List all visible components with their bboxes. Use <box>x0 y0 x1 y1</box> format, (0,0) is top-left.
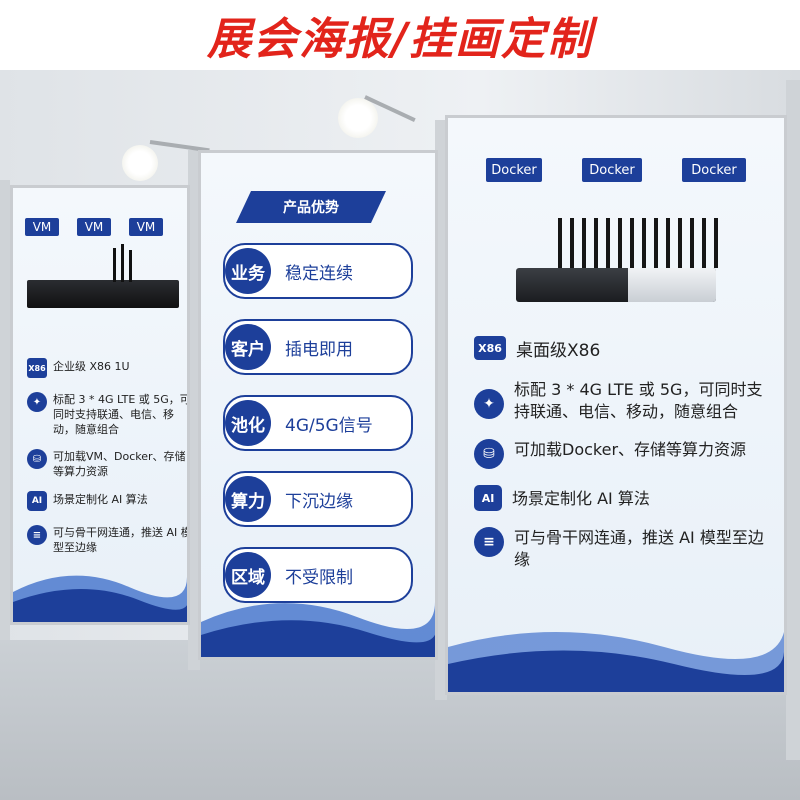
feature-row: ⛁ 可加载Docker、存储等算力资源 <box>474 439 774 469</box>
advantage-value: 稳定连续 <box>285 263 353 284</box>
x86-icon: X86 <box>27 358 47 378</box>
feature-row: AI 场景定制化 AI 算法 <box>27 491 187 511</box>
right-poster: Docker Docker Docker X86 桌面级X86 ✦ 标配 3 *… <box>445 115 787 695</box>
feature-text: 可加载Docker、存储等算力资源 <box>514 440 747 459</box>
center-poster: 产品优势 业务 稳定连续 客户 插电即用 池化 4G/5G信号 算力 下沉边缘 … <box>198 150 438 660</box>
storage-icon: ⛁ <box>474 439 504 469</box>
feature-row: ✦ 标配 3 * 4G LTE 或 5G，可同时支持联通、电信、移动，随意组合 <box>27 392 190 437</box>
ai-icon: AI <box>474 485 502 511</box>
poster-title: 产品优势 <box>283 200 339 216</box>
feature-text: 标配 3 * 4G LTE 或 5G，可同时支持联通、电信、移动，随意组合 <box>53 393 190 436</box>
device-front-panel <box>628 268 716 302</box>
feature-text: 可与骨干网连通，推送 AI 模型至边缘 <box>53 526 190 554</box>
feature-row: ⛁ 可加载VM、Docker、存储等算力资源 <box>27 449 187 479</box>
antenna-icon <box>113 248 116 282</box>
feature-row: X86 企业级 X86 1U <box>27 358 187 378</box>
server-device-icon <box>27 280 179 308</box>
feature-text: 可与骨干网连通，推送 AI 模型至边缘 <box>514 528 764 569</box>
advantage-key: 客户 <box>225 324 271 370</box>
antenna-icon <box>129 250 132 282</box>
advantage-item: 区域 不受限制 <box>223 547 413 603</box>
feature-row: ✦ 标配 3 * 4G LTE 或 5G，可同时支持联通、电信、移动，随意组合 <box>474 379 774 423</box>
spotlight-icon <box>338 98 378 138</box>
feature-row: AI 场景定制化 AI 算法 <box>474 485 774 511</box>
vm-badge: VM <box>25 218 59 236</box>
left-poster: VM VM VM X86 企业级 X86 1U ✦ 标配 3 * 4G LTE … <box>10 185 190 625</box>
advantage-key: 业务 <box>225 248 271 294</box>
advantage-key: 算力 <box>225 476 271 522</box>
sliders-icon: ≡ <box>474 527 504 557</box>
frame-post <box>786 80 800 760</box>
advantage-item: 池化 4G/5G信号 <box>223 395 413 451</box>
spotlight-icon <box>122 145 158 181</box>
feature-row: ≡ 可与骨干网连通，推送 AI 模型至边缘 <box>474 527 774 571</box>
advantage-item: 客户 插电即用 <box>223 319 413 375</box>
headline-banner: 展会海报/挂画定制 <box>0 0 800 70</box>
satellite-icon: ✦ <box>27 392 47 412</box>
docker-badge: Docker <box>486 158 542 182</box>
feature-text: 场景定制化 AI 算法 <box>53 493 148 506</box>
storage-icon: ⛁ <box>27 449 47 469</box>
feature-row: ≡ 可与骨干网连通，推送 AI 模型至边缘 <box>27 525 190 555</box>
vm-badge: VM <box>77 218 111 236</box>
vm-badge: VM <box>129 218 163 236</box>
wave-decoration <box>13 575 187 622</box>
antenna-array-icon <box>558 218 718 268</box>
feature-row: X86 桌面级X86 <box>474 336 774 361</box>
feature-text: 桌面级X86 <box>516 341 601 361</box>
headline-text: 展会海报/挂画定制 <box>206 14 594 65</box>
advantage-value: 下沉边缘 <box>285 491 353 512</box>
advantage-item: 业务 稳定连续 <box>223 243 413 299</box>
feature-text: 可加载VM、Docker、存储等算力资源 <box>53 450 186 478</box>
advantage-value: 插电即用 <box>285 339 353 360</box>
advantage-value: 4G/5G信号 <box>285 415 373 436</box>
frame-post <box>188 150 200 670</box>
satellite-icon: ✦ <box>474 389 504 419</box>
ai-icon: AI <box>27 491 47 511</box>
title-banner: 产品优势 <box>236 191 386 223</box>
feature-text: 企业级 X86 1U <box>53 360 130 373</box>
advantage-key: 区域 <box>225 552 271 598</box>
frame-post <box>435 120 447 700</box>
advantage-key: 池化 <box>225 400 271 446</box>
x86-icon: X86 <box>474 336 506 360</box>
feature-text: 场景定制化 AI 算法 <box>512 489 650 508</box>
advantage-value: 不受限制 <box>285 567 353 588</box>
frame-post <box>0 180 10 640</box>
feature-text: 标配 3 * 4G LTE 或 5G，可同时支持联通、电信、移动，随意组合 <box>514 380 763 421</box>
docker-badge: Docker <box>582 158 642 182</box>
sliders-icon: ≡ <box>27 525 47 545</box>
advantage-item: 算力 下沉边缘 <box>223 471 413 527</box>
antenna-icon <box>121 244 124 282</box>
wave-decoration <box>201 602 435 657</box>
docker-badge: Docker <box>682 158 746 182</box>
wave-decoration <box>448 632 784 692</box>
